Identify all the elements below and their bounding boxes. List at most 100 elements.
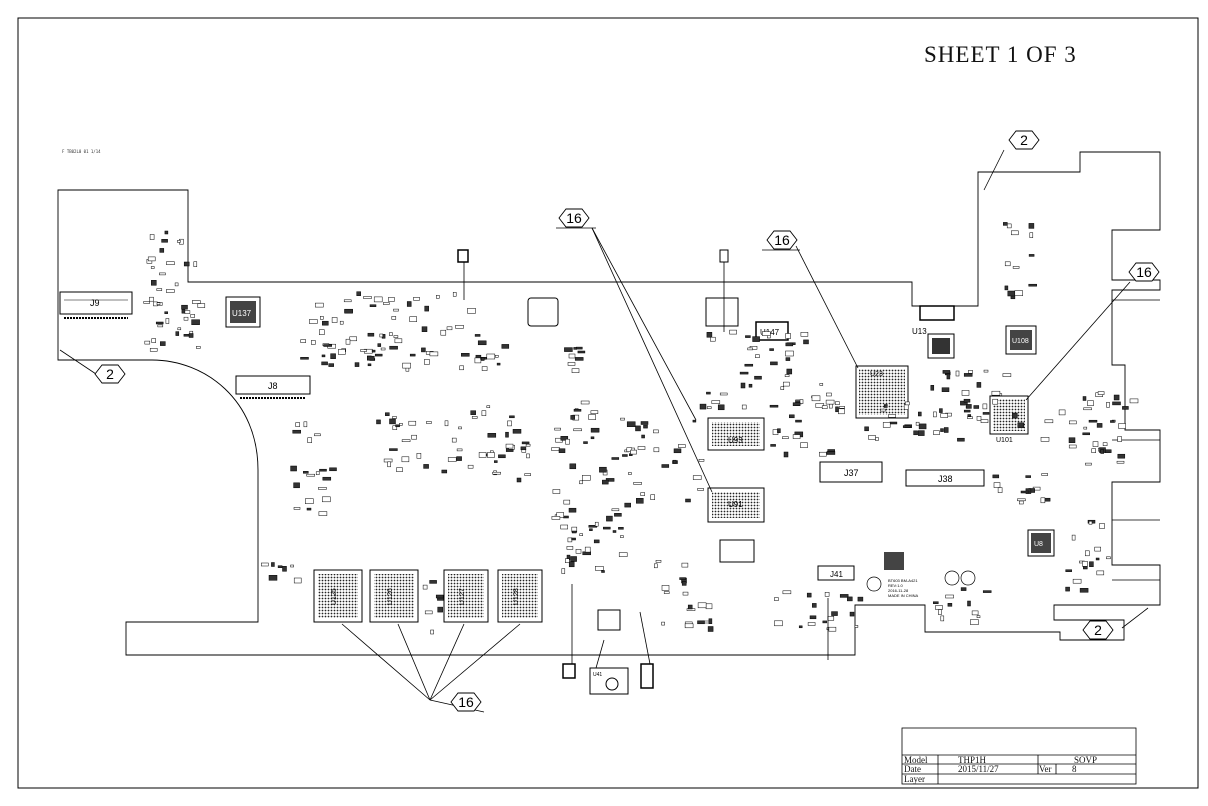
smd-part bbox=[568, 353, 576, 359]
smd-part bbox=[976, 416, 982, 421]
memory-u125: U125 bbox=[313, 569, 363, 623]
smd-part bbox=[902, 425, 911, 428]
smd-part bbox=[993, 482, 1001, 488]
pad-square-2 bbox=[705, 297, 739, 327]
smd-part bbox=[640, 421, 649, 425]
smd-part bbox=[573, 409, 582, 412]
smd-part bbox=[706, 406, 712, 409]
smd-part bbox=[997, 487, 1003, 493]
label-u93: U93 bbox=[728, 436, 743, 445]
connector-j8: J8 bbox=[235, 375, 311, 399]
smd-part bbox=[684, 623, 694, 629]
smd-part bbox=[785, 357, 791, 361]
smd-part bbox=[430, 629, 434, 635]
smd-part bbox=[792, 434, 801, 439]
callout-label: 2 bbox=[106, 366, 114, 382]
smd-part bbox=[143, 301, 150, 304]
smd-part bbox=[261, 562, 269, 567]
smd-part bbox=[1003, 222, 1008, 226]
smd-part bbox=[389, 345, 398, 350]
chip-small-mid bbox=[719, 539, 755, 563]
smd-part bbox=[492, 471, 501, 475]
edge-tabs bbox=[1112, 299, 1160, 581]
smd-part bbox=[622, 454, 628, 457]
smd-part bbox=[784, 374, 790, 377]
smd-part bbox=[380, 347, 386, 351]
smd-part bbox=[915, 421, 920, 426]
smd-part bbox=[424, 610, 433, 615]
smd-part bbox=[774, 597, 779, 601]
smd-part bbox=[568, 561, 575, 568]
smd-part bbox=[521, 441, 530, 445]
smd-part bbox=[618, 527, 624, 530]
board-outline bbox=[57, 151, 1161, 656]
smd-part bbox=[293, 577, 302, 584]
label-j9: J9 bbox=[90, 298, 100, 308]
smd-part bbox=[159, 272, 166, 276]
smd-part bbox=[395, 424, 400, 428]
smd-part bbox=[707, 626, 714, 632]
smd-part bbox=[827, 616, 835, 621]
smd-part bbox=[941, 387, 950, 392]
smd-part bbox=[1068, 437, 1076, 443]
smd-part bbox=[903, 404, 909, 410]
label-u41: U41 bbox=[593, 672, 602, 678]
smd-part bbox=[1085, 462, 1092, 466]
smd-part bbox=[568, 507, 577, 513]
smd-part bbox=[564, 347, 573, 352]
smd-part bbox=[356, 291, 361, 296]
smd-part bbox=[458, 426, 462, 430]
smd-part bbox=[1117, 436, 1122, 442]
connector-j9: J9 bbox=[59, 291, 133, 319]
smd-part bbox=[183, 334, 190, 337]
smd-part bbox=[655, 560, 662, 563]
smd-part bbox=[422, 584, 428, 590]
smd-part bbox=[786, 368, 793, 375]
callout-c2-left: 2 bbox=[94, 364, 126, 384]
smd-part bbox=[424, 359, 430, 365]
smd-part bbox=[1118, 423, 1126, 429]
callout-c16-top-mid: 16 bbox=[766, 230, 798, 250]
smd-part bbox=[825, 399, 835, 405]
smd-part bbox=[455, 325, 464, 329]
memory-u127: U127 bbox=[443, 569, 489, 623]
smd-part bbox=[748, 383, 753, 388]
smd-part bbox=[1100, 449, 1104, 454]
smd-part bbox=[602, 479, 609, 485]
callout-label: 16 bbox=[774, 232, 790, 248]
smd-part bbox=[393, 335, 399, 338]
smd-part bbox=[583, 441, 588, 444]
smd-part bbox=[271, 562, 275, 567]
smd-part bbox=[706, 391, 711, 395]
smd-part bbox=[197, 303, 206, 308]
smd-part bbox=[1028, 223, 1035, 229]
smd-part bbox=[769, 404, 779, 408]
smd-part bbox=[754, 375, 762, 380]
smd-part bbox=[933, 601, 939, 604]
smd-part bbox=[1096, 423, 1103, 428]
tb-model-value: THP1H bbox=[958, 755, 987, 765]
smd-part bbox=[383, 302, 390, 305]
smd-part bbox=[156, 302, 161, 305]
smd-part bbox=[300, 339, 306, 343]
smd-part bbox=[697, 602, 707, 609]
smd-part bbox=[590, 436, 595, 440]
smd-part bbox=[1065, 569, 1072, 572]
smd-part bbox=[672, 459, 677, 464]
smd-part bbox=[486, 353, 496, 360]
smd-part bbox=[157, 324, 164, 328]
smd-part bbox=[699, 403, 707, 410]
smd-part bbox=[918, 430, 925, 436]
smd-part bbox=[1028, 283, 1037, 287]
smd-part bbox=[573, 428, 582, 432]
smd-part bbox=[477, 340, 487, 346]
smd-part bbox=[1017, 422, 1025, 429]
smd-part bbox=[306, 507, 312, 511]
smd-part bbox=[552, 489, 561, 494]
smd-part bbox=[571, 368, 580, 373]
smd-part bbox=[611, 508, 620, 512]
smd-part bbox=[389, 418, 396, 425]
smd-part bbox=[566, 546, 574, 550]
smd-part bbox=[441, 469, 448, 474]
